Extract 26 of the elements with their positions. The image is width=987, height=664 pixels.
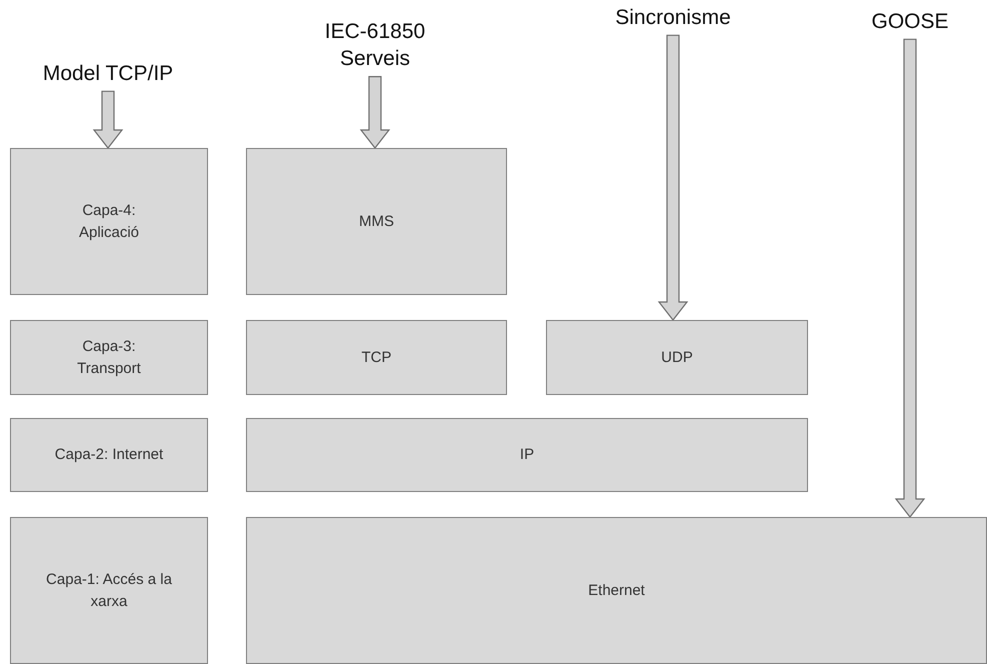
heading-text: GOOSE — [868, 8, 952, 36]
heading-text: Model TCP/IP — [18, 60, 198, 88]
block-arrow — [894, 38, 926, 518]
layer-box — [10, 148, 208, 295]
layer-box — [246, 148, 507, 295]
block-arrow — [658, 34, 688, 321]
block-arrow — [360, 76, 390, 149]
heading-text: Sincronisme — [603, 4, 743, 32]
layer-box — [246, 517, 987, 664]
layer-label: TCP — [362, 348, 392, 368]
layer-box — [246, 320, 507, 395]
layer-box — [546, 320, 808, 395]
layer-label: UDP — [661, 348, 693, 368]
block-arrow — [92, 90, 124, 149]
layer-box — [246, 418, 808, 492]
layer-label: IP — [520, 445, 534, 466]
layer-label: Capa-2: Internet — [54, 445, 164, 466]
layer-label: Capa-4: Aplicació — [78, 200, 140, 242]
layer-label: Ethernet — [588, 580, 645, 601]
layer-label: Capa-3: Transport — [76, 336, 142, 378]
layer-box — [10, 418, 208, 492]
heading-text: IEC-61850 Serveis — [300, 18, 450, 73]
layer-label: MMS — [359, 212, 394, 232]
layer-box — [10, 517, 208, 664]
layer-box — [10, 320, 208, 395]
layer-label: Capa-1: Accés a la xarxa — [45, 570, 173, 612]
